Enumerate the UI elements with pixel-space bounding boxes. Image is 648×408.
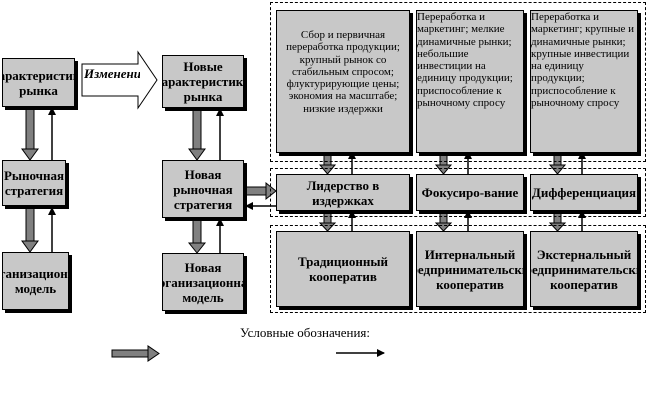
external-entrepreneurial-cooperative-box: Экстернальный предпринимательский коопер…: [530, 231, 638, 307]
middle-down-arrow-1: [188, 107, 206, 161]
left-down-arrow-2: [21, 207, 39, 253]
legend-thick-arrow: [111, 345, 160, 362]
market-descriptions-group: [270, 2, 646, 162]
org-models-group: [270, 225, 646, 313]
middle-down-arrow-2: [187, 217, 207, 254]
right-col2-down-arrow-1: [434, 152, 453, 175]
right-col1-down-arrow-1: [318, 152, 337, 175]
organizational-model-box: Организационная модель: [2, 252, 69, 310]
new-organizational-model-box: Новая организационная модель: [162, 253, 244, 311]
focusing-box: Фокусиро-вание: [416, 174, 524, 211]
market-description-3: Переработка и маркетинг; крупные и динам…: [530, 10, 638, 153]
strategies-group: [270, 168, 646, 217]
changes-label: Изменения: [84, 66, 140, 81]
left-down-arrow-1: [21, 106, 39, 161]
new-market-strategy-box: Новая рыночная стратегия: [162, 160, 244, 218]
market-strategy-box: Рыночная стратегия: [2, 160, 66, 206]
market-characteristics-box: Характеристики рынка: [2, 58, 75, 107]
market-description-1: Сбор и первичная переработка продукции; …: [276, 10, 410, 153]
legend-title: Условные обозначения:: [240, 325, 371, 340]
changes-arrow: [81, 50, 158, 110]
differentiation-box: Дифференциация: [530, 174, 638, 211]
cost-leadership-box: Лидерство в издержках: [276, 174, 410, 211]
new-market-characteristics-box: Новые характеристики рынка: [162, 55, 244, 108]
internal-entrepreneurial-cooperative-box: Интернальный предпринимательский коопера…: [416, 231, 524, 307]
traditional-cooperative-box: Традиционный кооператив: [276, 231, 410, 307]
right-col3-down-arrow-1: [548, 152, 567, 175]
market-description-2: Переработка и маркетинг; мелкие динамичн…: [416, 10, 524, 153]
middle-to-right-arrow: [243, 181, 277, 201]
